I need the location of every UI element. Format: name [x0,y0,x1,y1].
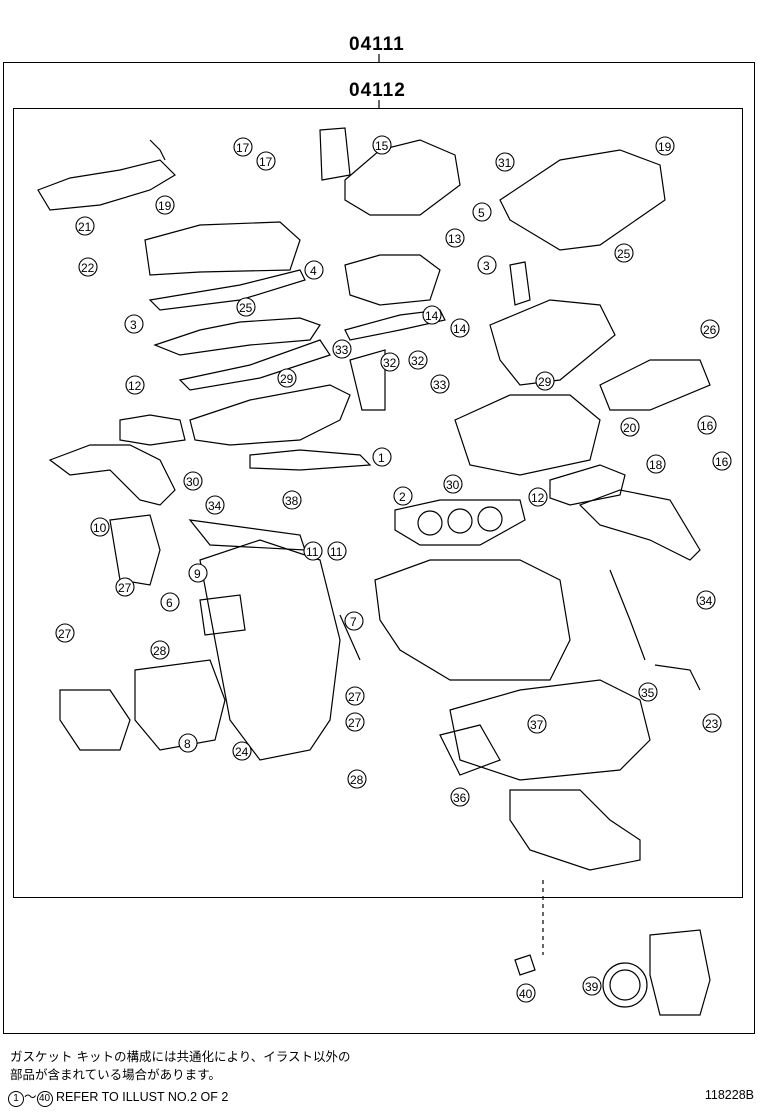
callout-3: 3 [130,318,137,332]
callout-34b: 34 [699,594,713,608]
callout-17b: 17 [259,155,273,169]
callout-32: 32 [383,356,397,370]
callout-36: 36 [453,791,467,805]
callout-25: 25 [239,301,253,315]
callout-29b: 29 [538,375,552,389]
ref-start-circle: 1 [8,1091,24,1107]
callout-12b: 12 [531,491,545,505]
callout-19: 19 [158,199,172,213]
ref-text: REFER TO ILLUST NO.2 OF 2 [56,1090,229,1104]
callout-21: 21 [78,220,92,234]
callout-4: 4 [310,264,317,278]
callout-5: 5 [478,206,485,220]
callout-2: 2 [399,490,406,504]
outer-kit-frame [3,62,755,1034]
callout-33: 33 [335,343,349,357]
callout-10: 10 [93,521,107,535]
callout-25b: 25 [617,247,631,261]
callout-9: 9 [194,567,201,581]
callout-11: 11 [306,545,319,559]
reference-note: 1～40 REFER TO ILLUST NO.2 OF 2 [8,1086,228,1107]
note-jp-line2: 部品が含まれている場合があります。 [10,1067,221,1082]
callout-8: 8 [184,737,191,751]
inner-kit-frame [13,108,743,898]
callout-22: 22 [81,261,95,275]
callout-30: 30 [186,475,200,489]
ref-end-circle: 40 [36,1091,53,1107]
callout-39: 39 [585,980,599,994]
callout-35: 35 [641,686,655,700]
callout-6: 6 [166,596,173,610]
callout-3b: 3 [483,259,490,273]
callout-33b: 33 [433,378,447,392]
callout-16: 16 [700,419,714,433]
callout-28: 28 [153,644,167,658]
callout-14b: 14 [453,322,467,336]
callout-15: 15 [375,139,389,153]
callout-17: 17 [236,141,250,155]
callout-20: 20 [623,421,637,435]
callout-40: 40 [519,987,533,1001]
callout-27c: 27 [348,690,362,704]
callout-18: 18 [649,458,663,472]
illustration-code: 118228B [704,1088,754,1102]
callout-23: 23 [705,717,719,731]
callout-27b: 27 [58,627,72,641]
callout-14: 14 [425,309,439,323]
part-number-outer: 04111 [349,34,405,55]
callout-29: 29 [280,372,294,386]
callout-27d: 27 [348,716,362,730]
callout-16b: 16 [715,455,729,469]
callout-19b: 19 [658,140,672,154]
callout-7: 7 [350,615,357,629]
callout-37: 37 [530,718,544,732]
callout-1: 1 [378,451,385,465]
callout-34: 34 [208,499,222,513]
callout-31: 31 [498,156,512,170]
callout-11b: 11 [330,545,343,559]
callout-32b: 32 [411,354,425,368]
note-jp-line1: ガスケット キットの構成には共通化により、イラスト以外の [10,1049,351,1064]
callout-26: 26 [703,323,717,337]
callout-28b: 28 [350,773,364,787]
callout-24: 24 [235,745,249,759]
callout-27a: 27 [118,581,132,595]
callout-12: 12 [128,379,142,393]
part-number-inner: 04112 [349,80,406,101]
callout-38: 38 [285,494,299,508]
ref-tilde: ～ [24,1090,37,1104]
callout-30b: 30 [446,478,460,492]
callout-13: 13 [448,232,462,246]
